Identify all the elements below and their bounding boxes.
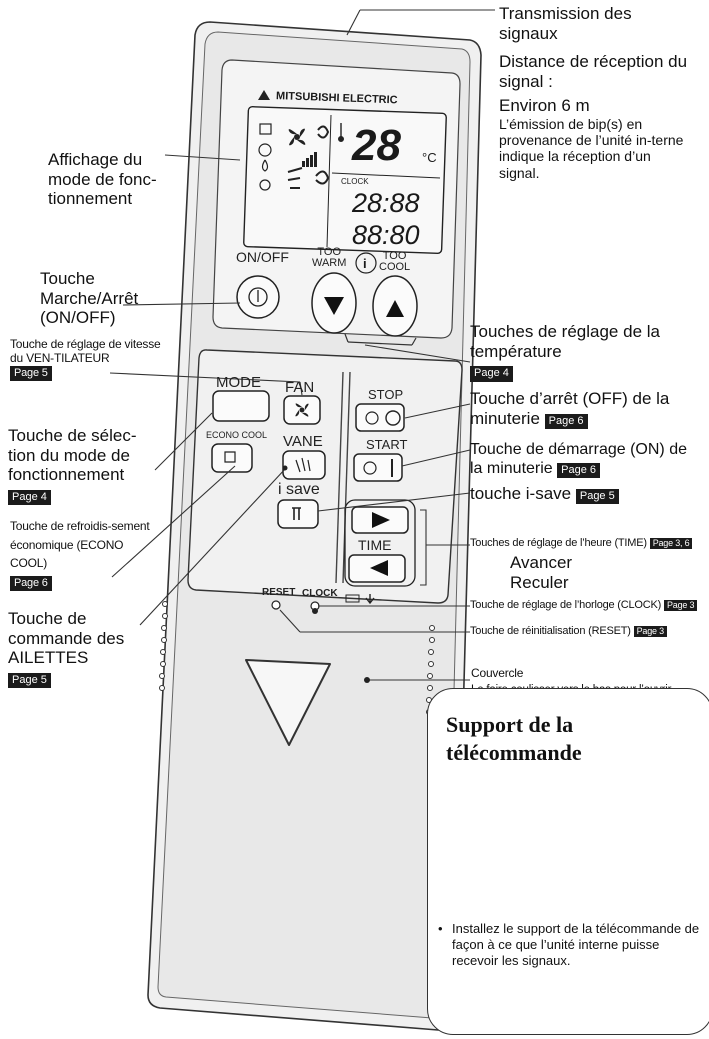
callout-distance-label: Distance de réception du signal : <box>499 52 688 91</box>
callout-transmission-title: Transmission des signaux <box>499 4 632 43</box>
callout-timer-on: Touche de démarrage (ON) de la minuterie… <box>470 441 687 478</box>
reset-page-tag: Page 3 <box>633 626 667 637</box>
callout-econo-cool: Touche de refroidis-sement économique (E… <box>10 517 150 591</box>
econo-cool-page-tag: Page 6 <box>10 575 52 591</box>
reset-button-shape <box>271 600 281 610</box>
stop-button-shape <box>355 403 405 432</box>
callout-mode-select: Touche de sélec-tion du mode de fonction… <box>8 426 158 506</box>
callout-on-off: Touche Marche/Arrêt (ON/OFF) <box>40 269 139 328</box>
start-button-shape <box>353 453 403 482</box>
callout-clock: Touche de réglage de l’horloge (CLOCK) P… <box>470 599 709 612</box>
reset-button[interactable]: RESET <box>262 587 296 598</box>
callout-time-forward: Avancer <box>510 553 573 572</box>
callout-cover-title: Couvercle <box>471 666 524 680</box>
too-warm-button[interactable]: TOO WARM <box>312 246 347 269</box>
vane-page-tag: Page 5 <box>8 673 51 689</box>
holder-panel: Support de la télécommande • Installez l… <box>427 688 709 1035</box>
timer-on-page-tag: Page 6 <box>557 462 601 478</box>
svg-text:i: i <box>363 256 367 271</box>
cover-triangle-icon <box>245 659 331 746</box>
callout-time: Touches de réglage de l’heure (TIME) Pag… <box>470 537 709 550</box>
start-button[interactable]: START <box>366 437 408 452</box>
callout-distance-value: Environ 6 m <box>499 96 590 115</box>
holder-note: Installez le support de la télécommande … <box>452 921 700 968</box>
lcd-temperature-unit: °C <box>422 150 437 165</box>
brand-name: MITSUBISHI ELECTRIC <box>276 90 398 106</box>
fan-speed-page-tag: Page 5 <box>10 365 52 381</box>
callout-mode-display: Affichage du mode de fonc-tionnement <box>48 150 157 209</box>
mode-button[interactable]: MODE <box>216 374 261 391</box>
timer-off-page-tag: Page 6 <box>544 413 588 429</box>
time-button-label: TIME <box>358 537 392 553</box>
temperature-page-tag: Page 4 <box>470 366 513 382</box>
clock-page-tag: Page 3 <box>664 600 698 611</box>
callout-vane: Touche de commande des AILETTES Page 5 <box>8 609 128 689</box>
i-save-button[interactable]: i save <box>278 481 320 498</box>
stop-button[interactable]: STOP <box>368 387 404 402</box>
callout-transmission-note: L’émission de bip(s) en provenance de l’… <box>499 116 684 181</box>
lcd-time-lower: 88:80 <box>352 220 420 250</box>
mode-button-shape <box>212 390 270 422</box>
econo-cool-button-shape <box>211 443 253 473</box>
vane-button[interactable]: VANE <box>283 433 323 450</box>
lcd-clock-label: CLOCK <box>341 177 369 186</box>
fan-button[interactable]: FAN <box>285 379 315 396</box>
lcd-temperature: 28 <box>351 121 401 170</box>
holder-title: Support de la télécommande <box>446 712 582 765</box>
i-save-button-shape <box>277 499 319 529</box>
econo-cool-button[interactable]: ECONO COOL <box>206 430 268 440</box>
mode-select-page-tag: Page 4 <box>8 490 51 506</box>
callout-temperature: Touches de réglage de la température Pag… <box>470 322 660 382</box>
callout-fan-speed: Touche de réglage de vitesse du VEN-TILA… <box>10 337 170 381</box>
lcd-screen <box>243 106 447 254</box>
callout-i-save: touche i-save Page 5 <box>470 484 619 505</box>
i-save-page-tag: Page 5 <box>575 489 619 505</box>
clock-button[interactable]: CLOCK <box>302 588 338 599</box>
time-page-tag: Page 3, 6 <box>649 538 693 549</box>
bullet-icon: • <box>438 921 443 936</box>
too-cool-button[interactable]: TOO COOL <box>379 250 411 273</box>
callout-reset: Touche de réinitialisation (RESET) Page … <box>470 625 709 638</box>
on-off-button[interactable]: ON/OFF <box>236 249 289 265</box>
callout-timer-off: Touche d’arrêt (OFF) de la minuterie Pag… <box>470 389 670 429</box>
callout-time-back: Reculer <box>510 573 569 592</box>
lcd-time-upper: 28:88 <box>351 188 420 218</box>
